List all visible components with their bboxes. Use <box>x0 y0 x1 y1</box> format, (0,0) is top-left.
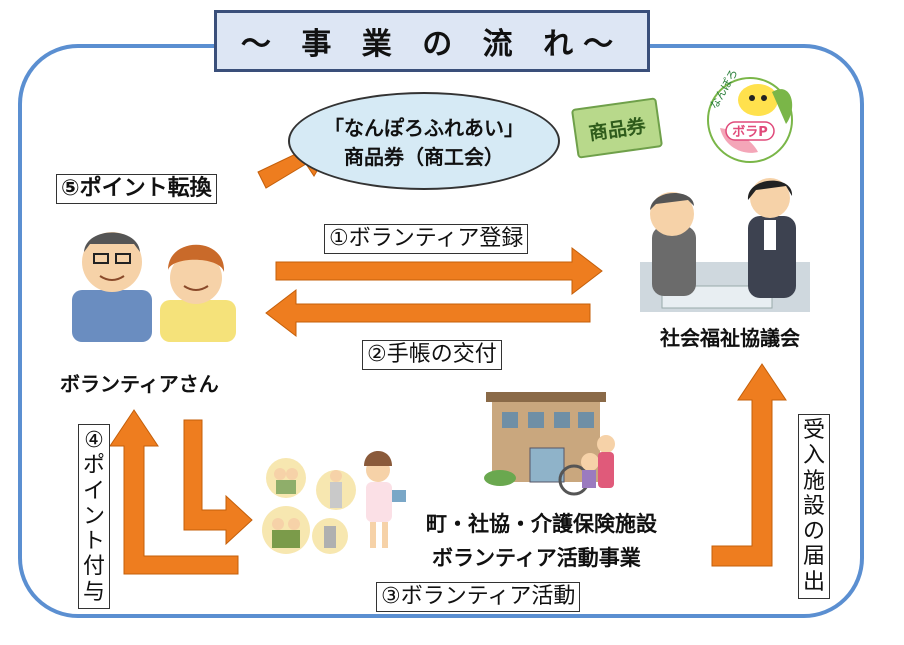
arrow-notebook <box>265 288 591 338</box>
mascot-badge: ボラP <box>732 124 768 140</box>
arrow-to-council <box>711 363 787 567</box>
facility-building-illustration <box>484 392 615 496</box>
voucher-ellipse: 「なんぽろふれあい」 商品券（商工会） <box>288 92 560 190</box>
facility-line2: ボランティア活動事業 <box>432 546 641 570</box>
arrow-point-grant-up <box>109 409 239 575</box>
step1-label: ①ボランティア登録 <box>324 224 529 254</box>
arrow-registration <box>275 246 603 296</box>
voucher-line1: 「なんぽろふれあい」 <box>324 116 524 140</box>
voucher-line2: 商品券（商工会） <box>344 145 504 169</box>
receive-notice-label: 受入施設の届出 <box>798 414 830 600</box>
activity-illustration <box>262 451 406 554</box>
step4-label: ④ポイント付与 <box>78 424 110 610</box>
step5-label: ⑤ポイント転換 <box>56 174 217 204</box>
step2-label: ②手帳の交付 <box>362 340 502 370</box>
facility-line1: 町・社協・介護保険施設 <box>426 512 657 536</box>
mascot-logo: ボラP なんぽろ <box>707 67 793 163</box>
arrow-to-activity <box>183 419 253 546</box>
step3-label: ③ボランティア活動 <box>376 582 581 612</box>
volunteer-couple-illustration <box>72 232 236 342</box>
council-label: 社会福祉協議会 <box>660 326 800 350</box>
council-office-illustration <box>640 178 810 312</box>
volunteer-label: ボランティアさん <box>60 372 219 396</box>
page-title: 〜 事 業 の 流 れ〜 <box>214 10 650 72</box>
